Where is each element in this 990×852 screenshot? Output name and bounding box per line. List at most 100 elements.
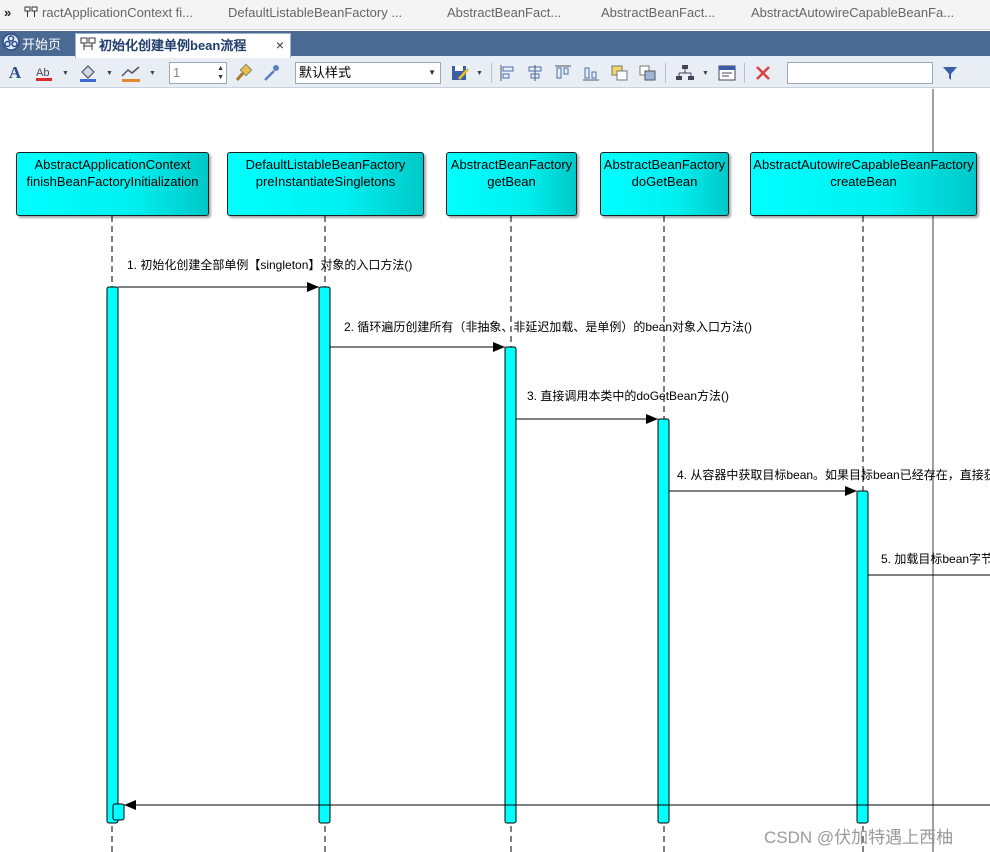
eyedropper-button[interactable] [260, 62, 282, 84]
toolbar-separator [491, 63, 492, 83]
chevron-down-icon[interactable]: ▼ [106, 70, 113, 77]
chevron-down-icon[interactable]: ▼ [149, 70, 156, 77]
filter-button[interactable] [939, 62, 961, 84]
delete-button[interactable] [752, 62, 774, 84]
diagram-toolbar: A Ab ▼ ▼ ▼ 1 ▲▼ 默认样式 ▼ ▼ [0, 58, 990, 88]
format-painter-button[interactable] [232, 62, 254, 84]
properties-icon [718, 65, 736, 81]
lifeline-method-name: getBean [487, 174, 536, 189]
activation-bar-4[interactable] [657, 418, 670, 824]
lifeline-abstract-application-context[interactable]: AbstractApplicationContext finishBeanFac… [16, 152, 209, 216]
watermark: CSDN @伏加特遇上西柚 [764, 828, 954, 847]
align-top-button[interactable] [552, 62, 574, 84]
close-icon[interactable]: × [275, 37, 284, 53]
doc-tab-3[interactable]: AbstractBeanFact... [447, 4, 587, 24]
activation-bar-3[interactable] [504, 346, 517, 824]
bring-to-front-button[interactable] [636, 62, 658, 84]
align-center-icon [528, 65, 542, 81]
font-color-button[interactable]: Ab [33, 62, 55, 84]
lifeline-method-name: preInstantiateSingletons [255, 174, 396, 189]
sequence-diagram-icon [24, 5, 38, 23]
toolbar-separator [665, 63, 666, 83]
doc-tab-5[interactable]: AbstractAutowireCapableBeanFa... [751, 4, 986, 24]
filter-icon [943, 67, 957, 80]
delete-icon [756, 66, 770, 80]
chevron-down-icon[interactable]: ▼ [62, 70, 69, 77]
paint-bucket-icon [80, 65, 96, 82]
activation-bar-2[interactable] [318, 286, 331, 824]
brush-icon [235, 63, 253, 81]
align-bottom-icon [583, 67, 599, 81]
properties-button[interactable] [716, 62, 738, 84]
lifeline-class-name: AbstractAutowireCapableBeanFactory [753, 157, 974, 172]
style-dropdown-value: 默认样式 [299, 65, 352, 80]
toolbar-separator [744, 63, 745, 83]
tab-diagram-active[interactable]: 初始化创建单例bean流程 × [75, 33, 291, 58]
align-top-icon [555, 65, 571, 79]
lifeline-method-name: createBean [830, 174, 897, 189]
doc-tab-4[interactable]: AbstractBeanFact... [601, 4, 741, 24]
align-left-icon [500, 65, 514, 81]
document-tab-strip: » ractApplicationContext fi... DefaultLi… [0, 0, 990, 30]
align-center-button[interactable] [524, 62, 546, 84]
stepper-arrows-icon[interactable]: ▲▼ [217, 65, 224, 81]
message-label-5[interactable]: 5. 加载目标bean字节 [881, 552, 990, 566]
message-label-2[interactable]: 2. 循环遍历创建所有（非抽象、非延迟加载、是单例）的bean对象入口方法() [344, 320, 753, 334]
doc-tab-label: AbstractBeanFact... [447, 5, 562, 20]
save-style-icon [452, 66, 469, 80]
lifeline-abstract-bean-factory-dogetbean[interactable]: AbstractBeanFactory doGetBean [600, 152, 729, 216]
layer-order-icon [639, 65, 656, 81]
tab-diagram-label: 初始化创建单例bean流程 [99, 38, 247, 53]
line-width-stepper[interactable]: 1 ▲▼ [169, 62, 227, 84]
activation-bar-1-return[interactable] [112, 803, 125, 821]
lifeline-class-name: AbstractBeanFactory [450, 157, 573, 172]
tab-start-page[interactable]: 开始页 [2, 33, 61, 58]
lifeline-method-name: finishBeanFactoryInitialization [26, 174, 199, 189]
eyedropper-icon [264, 65, 279, 81]
tab-overflow-button[interactable]: » [4, 5, 12, 20]
lifeline-class-name: AbstractApplicationContext [34, 157, 191, 172]
activation-bar-1[interactable] [106, 286, 119, 824]
doc-tab-label: ractApplicationContext fi... [42, 5, 194, 20]
hierarchy-icon [676, 65, 694, 80]
fill-color-button[interactable] [77, 62, 99, 84]
doc-tab-2[interactable]: DefaultListableBeanFactory ... [228, 4, 428, 24]
lifeline-class-name: DefaultListableBeanFactory [245, 157, 406, 172]
font-color-icon: Ab [36, 67, 52, 81]
message-label-4[interactable]: 4. 从容器中获取目标bean。如果目标bean已经存在，直接获 [677, 468, 990, 482]
same-size-button[interactable] [608, 62, 630, 84]
layout-button[interactable] [674, 62, 696, 84]
font-button[interactable]: A [4, 62, 26, 84]
start-page-icon [2, 33, 20, 58]
doc-tab-1[interactable]: ractApplicationContext fi... [24, 4, 214, 24]
sequence-diagram-graphics [106, 89, 990, 852]
message-label-1[interactable]: 1. 初始化创建全部单例【singleton】对象的入口方法() [127, 258, 413, 272]
save-style-button[interactable] [449, 62, 471, 84]
lifeline-default-listable-bean-factory[interactable]: DefaultListableBeanFactory preInstantiat… [227, 152, 424, 216]
font-icon: A [8, 63, 22, 82]
chevron-down-icon[interactable]: ▼ [476, 70, 483, 77]
diagram-canvas[interactable]: AbstractApplicationContext finishBeanFac… [0, 89, 990, 852]
sequence-diagram-icon [80, 35, 96, 58]
lifeline-abstract-autowire-capable-bean-factory[interactable]: AbstractAutowireCapableBeanFactory creat… [750, 152, 977, 216]
lifeline-class-name: AbstractBeanFactory [603, 157, 726, 172]
tab-start-label: 开始页 [22, 37, 62, 52]
view-tab-bar: 开始页 初始化创建单例bean流程 × [0, 31, 990, 58]
doc-tab-label: DefaultListableBeanFactory ... [228, 5, 403, 20]
style-dropdown[interactable]: 默认样式 ▼ [295, 62, 441, 84]
align-bottom-button[interactable] [580, 62, 602, 84]
same-size-icon [611, 65, 628, 81]
align-left-button[interactable] [497, 62, 519, 84]
chevron-down-icon: ▼ [428, 68, 436, 77]
doc-tab-label: AbstractAutowireCapableBeanFa... [751, 5, 955, 20]
line-color-button[interactable] [120, 62, 142, 84]
chevron-down-icon[interactable]: ▼ [702, 70, 709, 77]
doc-tab-label: AbstractBeanFact... [601, 5, 716, 20]
svg-text:Ab: Ab [36, 67, 49, 79]
line-color-icon [121, 66, 140, 82]
lifeline-method-name: doGetBean [631, 174, 698, 189]
activation-bar-5[interactable] [856, 490, 869, 824]
lifeline-abstract-bean-factory-getbean[interactable]: AbstractBeanFactory getBean [446, 152, 577, 216]
message-label-3[interactable]: 3. 直接调用本类中的doGetBean方法() [527, 389, 730, 403]
search-input[interactable] [787, 62, 933, 84]
